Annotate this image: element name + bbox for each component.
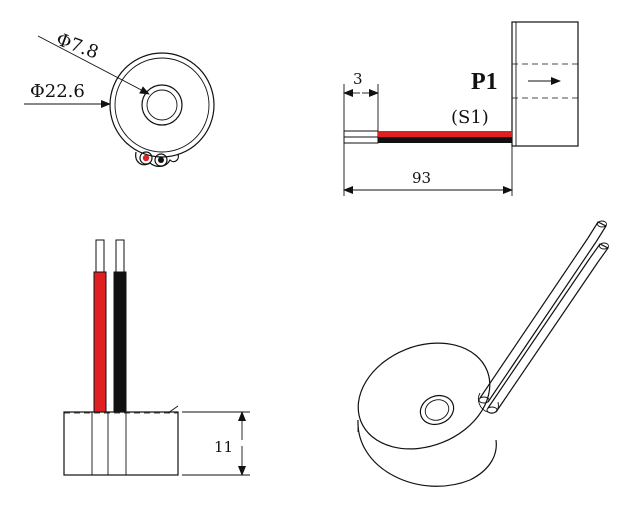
red-wire <box>378 131 512 137</box>
black-lead-socket <box>154 153 168 167</box>
inner-diameter-leader <box>37 35 150 95</box>
front-red-conductor <box>95 239 105 273</box>
core-front-body <box>63 411 179 476</box>
outer-ring-outer-edge <box>109 52 215 158</box>
iso-wire-2-edge-a <box>487 257 591 409</box>
isometric-hole-inner <box>424 399 450 421</box>
iso-wire-1-edge-a <box>479 237 589 399</box>
cylinder-bottom-edge <box>357 419 471 487</box>
front-red-wire <box>93 271 107 413</box>
total-length-label: 93 <box>412 169 431 187</box>
cylinder-right-lower <box>469 439 497 481</box>
inner-hole-outer-edge <box>141 84 183 126</box>
iso-wire-1-base <box>478 396 490 404</box>
iso-wire-1-edge-b <box>487 241 597 403</box>
primary-label: P1 <box>471 69 498 95</box>
iso-wire-2-base <box>486 406 498 414</box>
iso-wire-2-tip-end <box>599 242 609 250</box>
front-black-conductor <box>115 239 125 273</box>
core-front-tick <box>167 405 179 414</box>
iso-wire-1-tip <box>587 221 607 243</box>
cylinder-top-face <box>357 342 491 450</box>
iso-wire-2-tip <box>589 243 609 263</box>
black-wire <box>378 137 512 143</box>
front-view: 11 <box>63 239 250 476</box>
black-lead-dot <box>158 157 164 163</box>
front-black-wire <box>113 271 127 413</box>
inner-hole-inner-edge <box>146 89 178 121</box>
isometric-view <box>357 220 609 487</box>
isometric-hole-outer <box>419 394 455 426</box>
iso-wire-2-edge-b <box>495 261 599 413</box>
height-label: 11 <box>214 438 233 456</box>
outer-diameter-label: Φ22.6 <box>30 81 85 102</box>
top-view: Φ7.8 Φ22.6 <box>24 29 215 167</box>
strip-length-label: 3 <box>353 70 363 88</box>
outer-ring-inner-edge <box>114 57 210 153</box>
red-lead-dot <box>142 154 150 162</box>
red-lead-socket <box>139 151 153 165</box>
iso-wire-1-tip-end <box>597 220 607 228</box>
lead-label: (S1) <box>451 107 489 128</box>
inner-diameter-label: Φ7.8 <box>53 29 101 64</box>
side-view: P1 (S1) 3 93 <box>343 21 579 196</box>
core-body <box>511 21 579 147</box>
